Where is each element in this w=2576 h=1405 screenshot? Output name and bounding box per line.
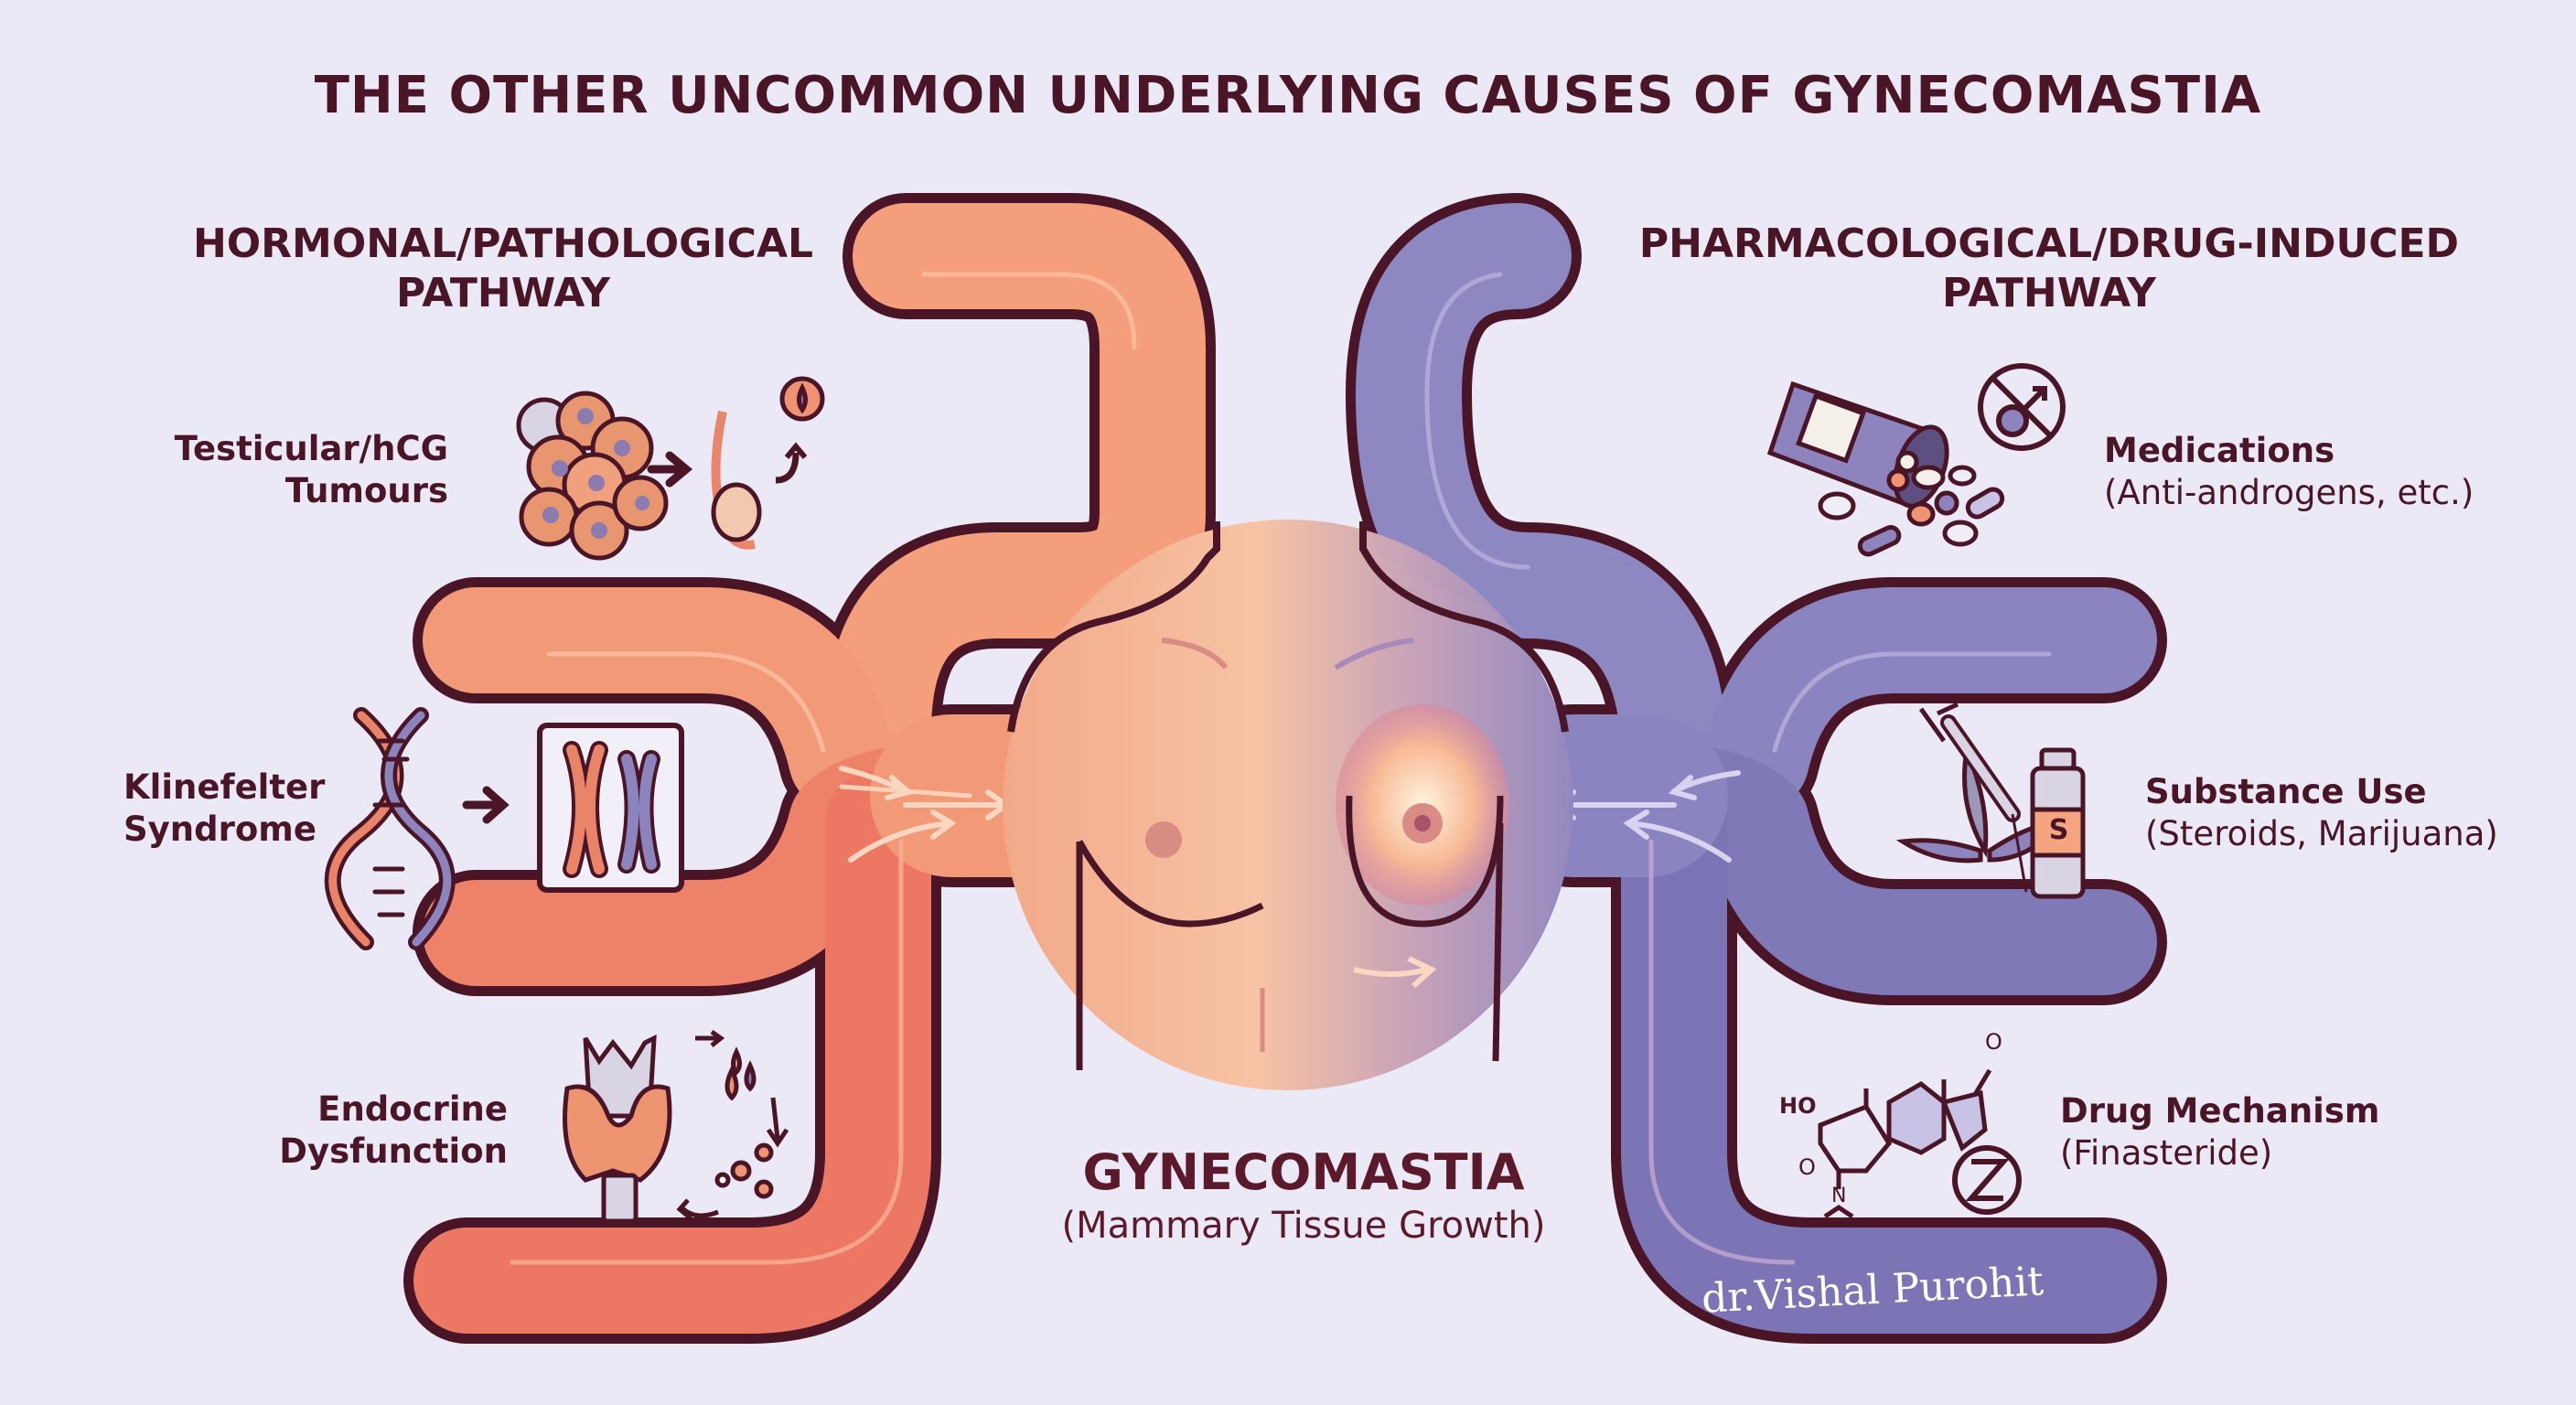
hormonal-pathway-title: HORMONAL/PATHOLOGICAL PATHWAY — [174, 220, 832, 318]
vial-label: S — [2048, 814, 2069, 846]
drug-pathway-fill — [1356, 203, 2157, 1334]
cause-substance-use: Substance Use (Steroids, Marijuana) — [2145, 771, 2566, 855]
center-subtitle: (Mammary Tissue Growth) — [1061, 1205, 1546, 1247]
cause-label-line1: Testicular/hCG — [174, 429, 448, 468]
cause-label-line1: Drug Mechanism — [2060, 1091, 2380, 1131]
steroid-vial-icon — [2030, 747, 2086, 899]
drug-pathway-title-line1: PHARMACOLOGICAL/DRUG-INDUCED — [1638, 220, 2460, 267]
hormonal-pathway-title-line1: HORMONAL/PATHOLOGICAL — [192, 220, 814, 267]
cause-label-line1: Klinefelter — [123, 767, 326, 807]
male-torso-icon — [1003, 520, 1573, 1090]
chromosome-xx-icon — [537, 723, 684, 893]
cause-testicular-hcg-tumours: Testicular/hCG Tumours — [110, 428, 448, 512]
cause-label-line2: Dysfunction — [279, 1132, 508, 1171]
steroid-molecule-icon — [1818, 1068, 1992, 1219]
dna-icon — [324, 707, 456, 950]
thyroid-icon — [563, 1034, 672, 1224]
cause-drug-mechanism: Drug Mechanism (Finasteride) — [2060, 1090, 2444, 1174]
molecule-o-top-label: O — [1985, 1029, 2002, 1055]
drug-pathway-title-line2: PATHWAY — [1942, 270, 2156, 316]
cause-label-line1: Substance Use — [2145, 772, 2427, 811]
cause-medications: Medications (Anti-androgens, etc.) — [2104, 430, 2543, 514]
cause-label-line2: (Steroids, Marijuana) — [2145, 814, 2498, 853]
molecule-n-label: N — [1831, 1185, 1847, 1207]
hormone-cycle-icon — [676, 1029, 789, 1220]
cause-label-line1: Medications — [2104, 431, 2335, 470]
drug-pathway-title: PHARMACOLOGICAL/DRUG-INDUCED PATHWAY — [1610, 220, 2488, 318]
molecule-ho-label: HO — [1779, 1093, 1817, 1119]
testis-hormone-icon — [711, 376, 825, 550]
page-title: THE OTHER UNCOMMON UNDERLYING CAUSES OF … — [314, 66, 2262, 125]
cause-endocrine-dysfunction: Endocrine Dysfunction — [220, 1089, 508, 1173]
cause-klinefelter-syndrome: Klinefelter Syndrome — [123, 767, 361, 851]
no-male-symbol-icon — [1978, 363, 2066, 451]
cause-label-line2: (Finasteride) — [2060, 1133, 2273, 1173]
tumor-cells-icon — [516, 391, 669, 561]
center-label: GYNECOMASTIA (Mammary Tissue Growth) — [1006, 1143, 1601, 1247]
cause-label-line2: Tumours — [284, 471, 448, 510]
center-title: GYNECOMASTIA — [1082, 1143, 1525, 1201]
cause-label-line1: Endocrine — [317, 1089, 508, 1129]
inhibition-icon — [1952, 1145, 2022, 1215]
molecule-o-left-label: O — [1798, 1154, 1816, 1180]
cause-label-line2: Syndrome — [123, 810, 317, 849]
cause-label-line2: (Anti-androgens, etc.) — [2104, 473, 2474, 512]
hormonal-pathway-title-line2: PATHWAY — [396, 270, 610, 316]
pill-bottle-icon — [1766, 381, 2005, 557]
arrow-right-icon — [462, 786, 510, 824]
arrow-right-icon — [647, 451, 693, 488]
